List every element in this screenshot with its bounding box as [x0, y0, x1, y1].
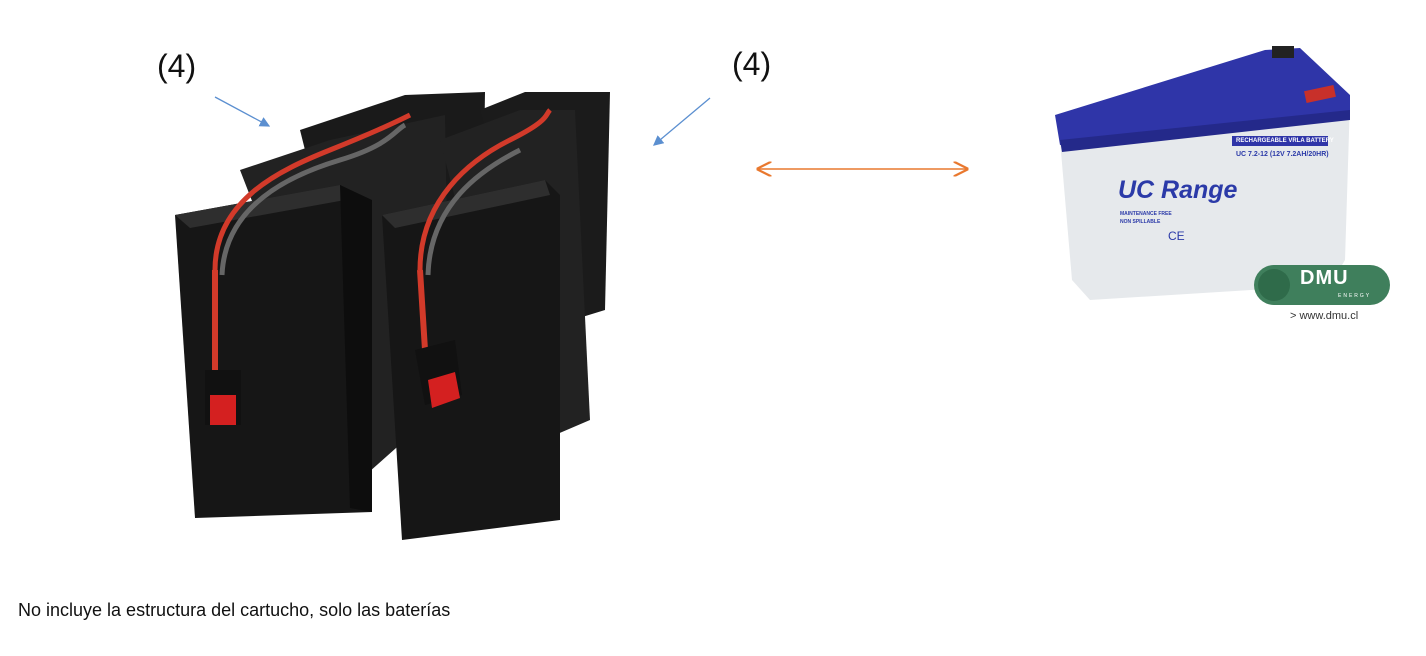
pointer-arrow-right: [653, 97, 711, 146]
battery-header: RECHARGEABLE VRLA BATTERY: [1236, 138, 1334, 144]
battery-count-left: (4): [157, 48, 197, 84]
uc-range-battery: [1055, 46, 1390, 305]
dmu-url: > www.dmu.cl: [1290, 310, 1359, 322]
battery-feature: NON SPILLABLE: [1120, 219, 1161, 225]
battery-count-right: (4): [732, 46, 772, 82]
dmu-logo-text: DMU: [1300, 267, 1349, 289]
ce-mark: CE: [1168, 229, 1185, 243]
dmu-logo: [1254, 265, 1390, 305]
pointer-arrow-left: [214, 96, 271, 127]
battery-feature: MAINTENANCE FREE: [1120, 211, 1172, 217]
battery-pack-right: [382, 92, 610, 540]
battery-brand: UC Range: [1118, 176, 1238, 204]
caption: No incluye la estructura del cartucho, s…: [18, 600, 451, 620]
dmu-logo-sub: ENERGY: [1338, 293, 1372, 299]
battery-model: UC 7.2-12 (12V 7.2AH/20HR): [1236, 151, 1329, 158]
